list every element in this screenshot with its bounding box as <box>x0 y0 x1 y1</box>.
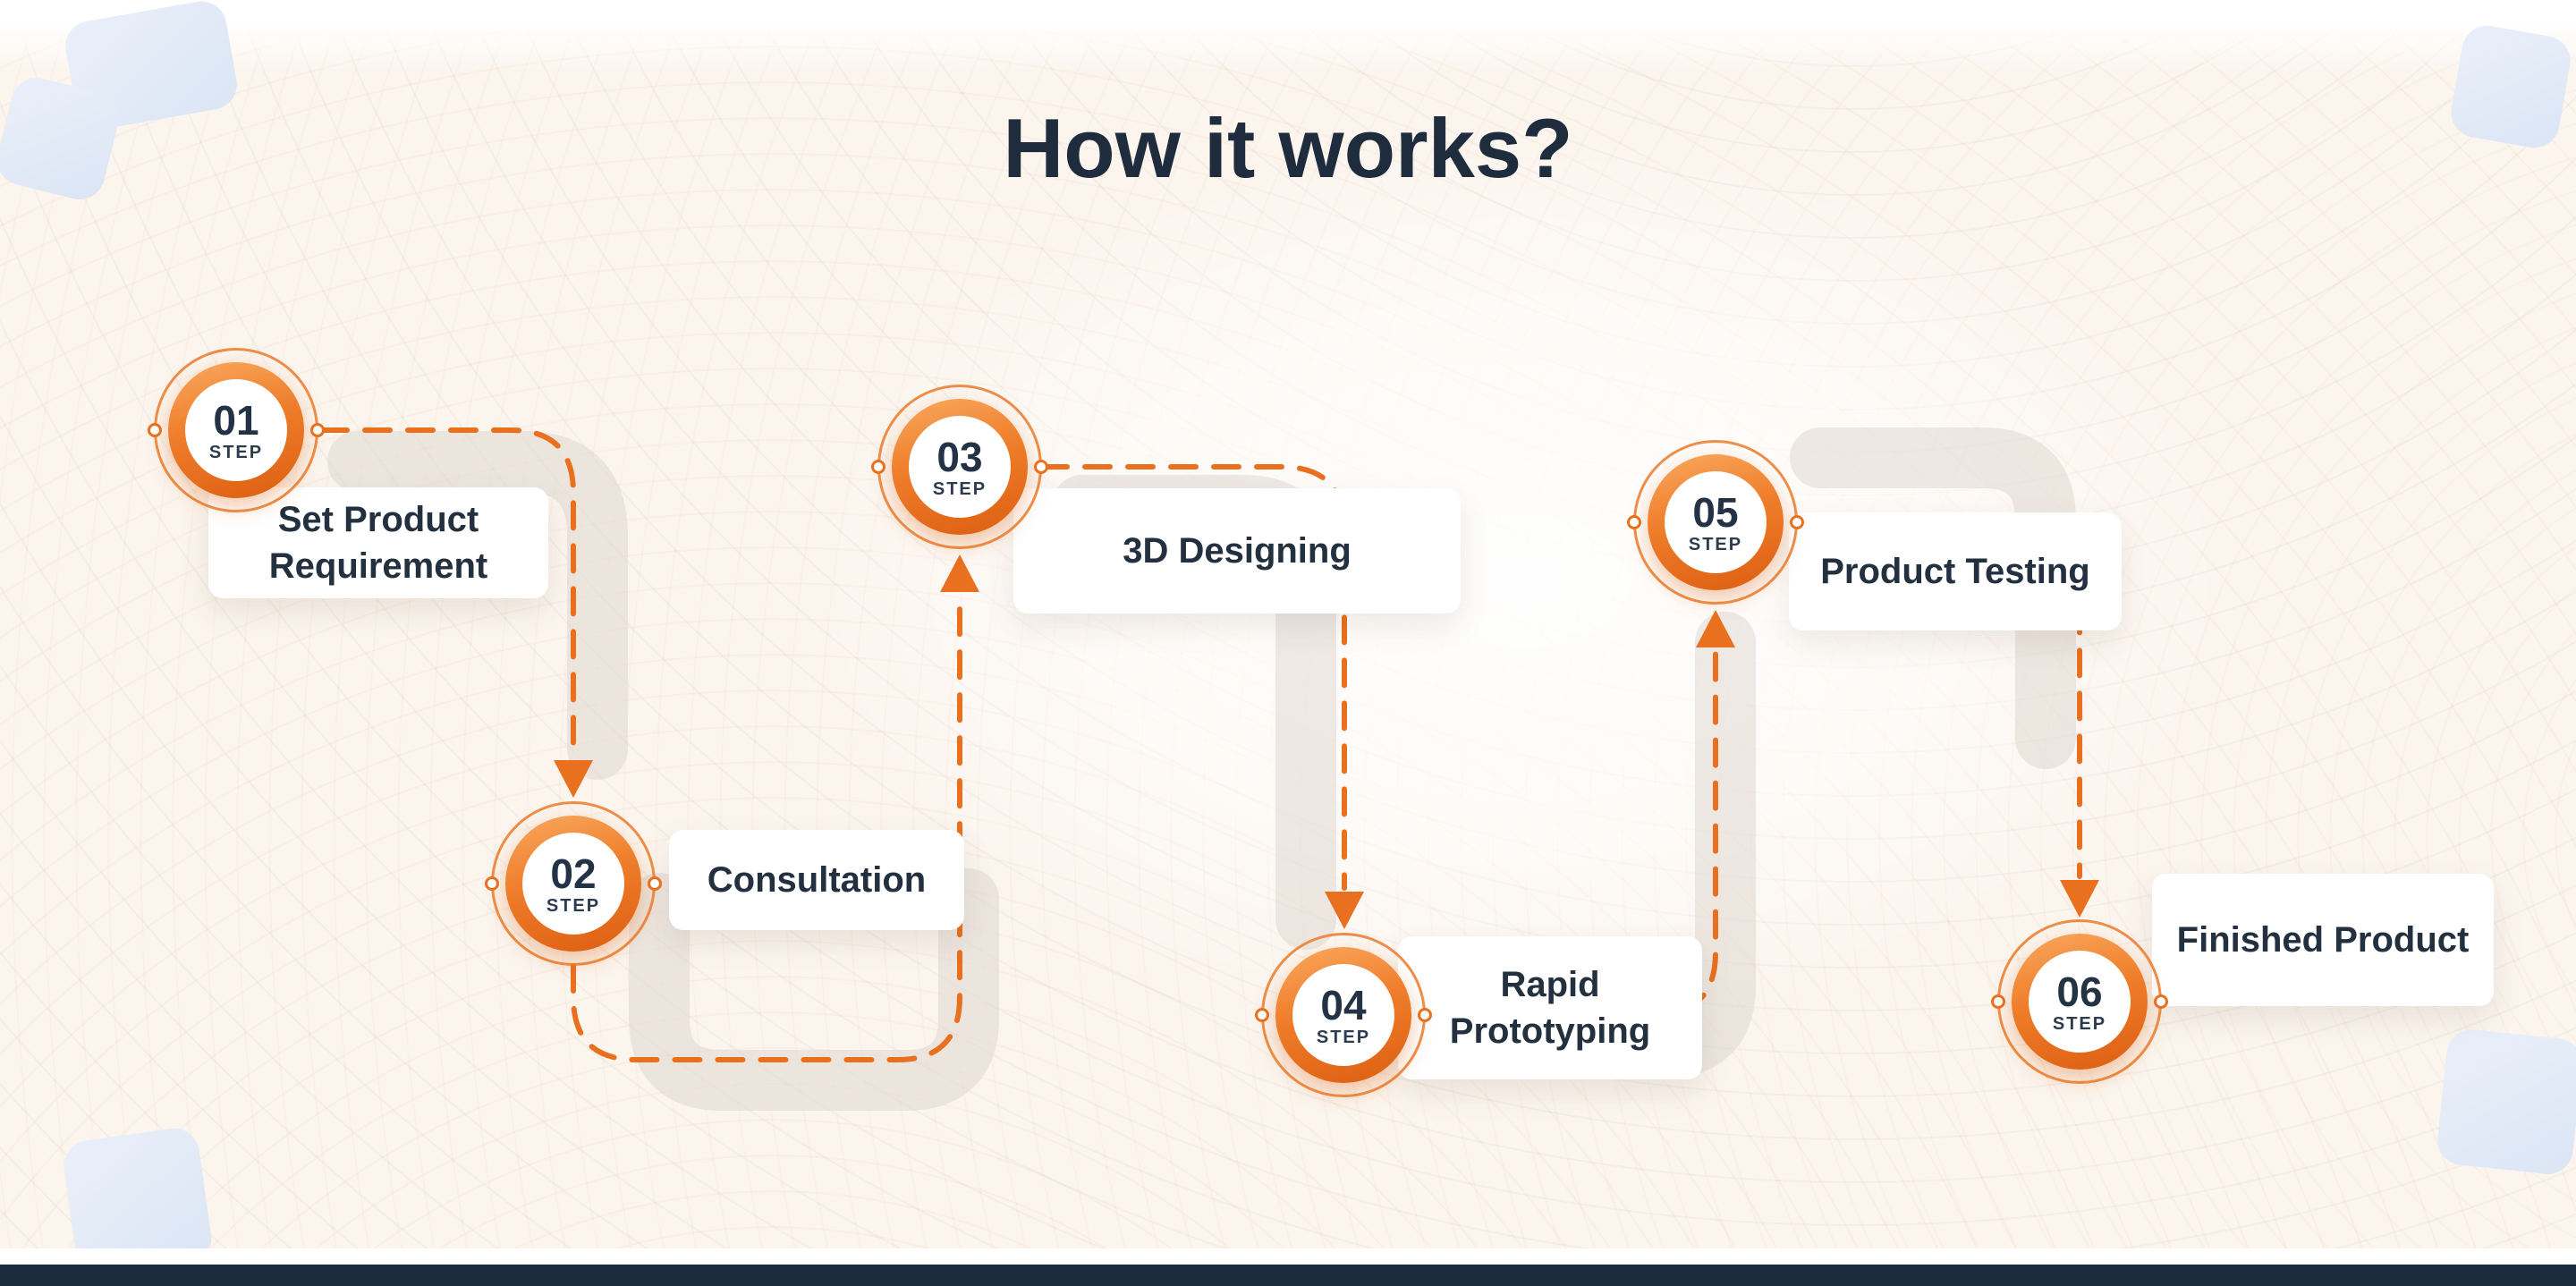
step-01-ring: 01 STEP <box>168 362 304 498</box>
step-04-title: Rapid Prototyping <box>1449 965 1651 1051</box>
step-06-card: Finished Product <box>2152 874 2494 1006</box>
arrow-up-icon <box>1696 610 1735 647</box>
node-dot-icon <box>2154 994 2168 1009</box>
node-dot-icon <box>1790 515 1804 529</box>
step-02-ring: 02 STEP <box>505 816 641 952</box>
step-01-badge: 01 STEP <box>148 348 325 512</box>
step-number: 05 <box>1692 488 1739 536</box>
bottom-navy-bar <box>0 1265 2576 1286</box>
step-02-badge: 02 STEP <box>485 801 662 966</box>
step-03-ring: 03 STEP <box>892 399 1028 535</box>
step-word: STEP <box>932 478 987 499</box>
step-03-core: 03 STEP <box>909 416 1011 518</box>
step-05-ring: 05 STEP <box>1648 454 1784 590</box>
step-02-core: 02 STEP <box>522 833 624 935</box>
step-word: STEP <box>208 442 264 462</box>
step-04-core: 04 STEP <box>1292 964 1394 1066</box>
connector-1-2 <box>319 427 576 757</box>
tube-2-3 <box>629 868 999 1111</box>
step-02-title: Consultation <box>707 860 927 900</box>
bottom-white-strip <box>0 1248 2576 1265</box>
step-word: STEP <box>546 895 601 916</box>
step-06-ring: 06 STEP <box>2012 934 2148 1070</box>
step-03-badge: 03 STEP <box>871 385 1048 549</box>
step-03-title: 3D Designing <box>1123 531 1352 571</box>
step-number: 06 <box>2056 968 2103 1015</box>
node-dot-icon <box>1991 994 2005 1009</box>
step-word: STEP <box>1316 1027 1371 1047</box>
step-04-badge: 04 STEP <box>1255 933 1432 1097</box>
step-word: STEP <box>1688 534 1743 554</box>
step-06-badge: 06 STEP <box>1991 919 2168 1084</box>
node-dot-icon <box>148 423 162 437</box>
step-06-core: 06 STEP <box>2029 951 2131 1053</box>
node-dot-icon <box>1034 460 1048 474</box>
connector-2-3 <box>571 593 962 1062</box>
step-number: 04 <box>1320 981 1367 1028</box>
node-dot-icon <box>648 876 662 891</box>
node-dot-icon <box>1627 515 1641 529</box>
step-number: 02 <box>550 850 597 897</box>
step-06-title: Finished Product <box>2176 920 2470 960</box>
top-fade <box>0 0 2576 72</box>
arrow-down-icon <box>1325 892 1364 929</box>
step-05-title: Product Testing <box>1820 552 2090 591</box>
step-number: 03 <box>936 433 983 480</box>
node-dot-icon <box>485 876 499 891</box>
step-04-card: Rapid Prototyping <box>1398 936 1702 1079</box>
step-word: STEP <box>2052 1013 2107 1034</box>
step-02-card: Consultation <box>669 830 964 930</box>
step-04-ring: 04 STEP <box>1275 947 1411 1083</box>
step-03-card: 3D Designing <box>1013 488 1461 613</box>
tube-1-2 <box>327 431 628 780</box>
step-05-badge: 05 STEP <box>1627 440 1804 605</box>
arrow-down-icon <box>554 760 593 798</box>
node-dot-icon <box>1255 1008 1269 1022</box>
node-dot-icon <box>871 460 886 474</box>
step-01-core: 01 STEP <box>185 379 287 481</box>
connector-arrows <box>554 554 2099 929</box>
page-title: How it works? <box>1003 101 1573 195</box>
step-number: 01 <box>213 396 259 444</box>
node-dot-icon <box>310 423 325 437</box>
step-05-card: Product Testing <box>1789 512 2122 630</box>
node-dot-icon <box>1418 1008 1432 1022</box>
step-05-core: 05 STEP <box>1665 471 1767 573</box>
arrow-down-icon <box>2060 880 2099 918</box>
step-01-title: Set Product Requirement <box>268 500 488 586</box>
arrow-up-icon <box>940 554 979 592</box>
